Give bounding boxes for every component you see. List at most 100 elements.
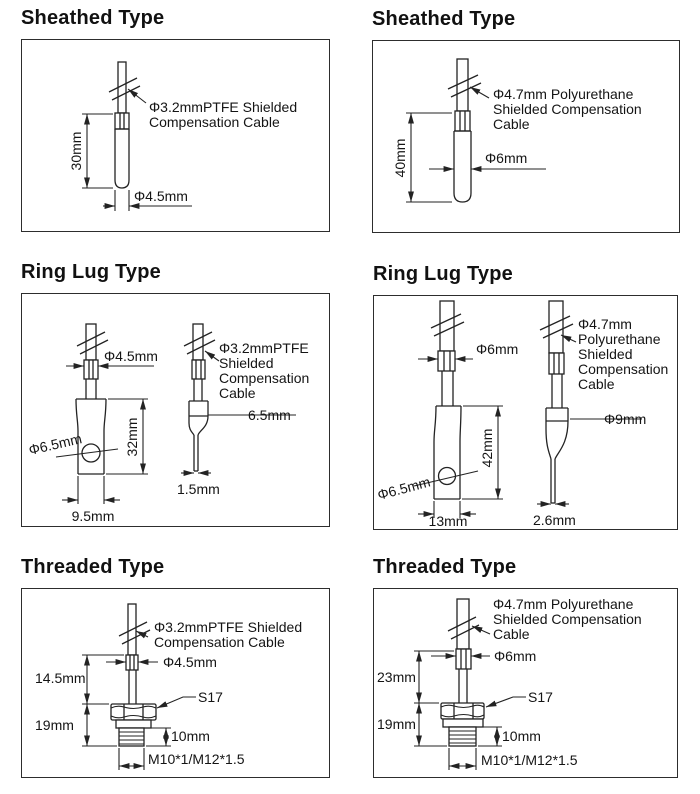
- side-neck: [551, 374, 563, 408]
- cable-label: Cable: [578, 376, 615, 392]
- panel-title: Threaded Type: [21, 556, 165, 578]
- upper-length-dimension: 14.5mm: [35, 654, 124, 705]
- lower-length-label: 19mm: [377, 716, 416, 732]
- top-diameter-dimension: Φ6mm: [418, 341, 518, 362]
- side-thickness-dimension: Φ9mm: [570, 411, 646, 427]
- cable-label: Shielded Compensation: [493, 611, 642, 627]
- top-diameter-dimension: Φ4.5mm: [66, 348, 158, 369]
- cable-label: Shielded: [578, 346, 633, 362]
- sheath-tube: [114, 128, 130, 189]
- diameter-dim-label: Φ4.5mm: [134, 188, 188, 204]
- panel-title: Ring Lug Type: [21, 261, 161, 283]
- hex-nut: [110, 703, 157, 721]
- length-dimension: 30mm: [68, 113, 113, 189]
- lug-width-label: 13mm: [429, 513, 468, 528]
- transition-sleeve: [114, 112, 130, 130]
- side-sleeve: [548, 352, 565, 375]
- lug-width-dimension: 9.5mm: [62, 476, 120, 524]
- side-thickness-label: 6.5mm: [248, 407, 291, 423]
- compensation-cable: [108, 61, 141, 114]
- sheathed-right-drawing: Φ4.7mm Polyurethane Shielded Compensatio…: [392, 58, 642, 203]
- lower-length-label: 19mm: [35, 717, 74, 733]
- front-cable: [430, 300, 465, 352]
- compensation-cable: [447, 58, 482, 112]
- threaded-right-drawing: Φ4.7mm Polyurethane Shielded Compensatio…: [377, 596, 642, 770]
- cable-leader: Φ4.7mm Polyurethane Shielded Compensatio…: [469, 86, 642, 132]
- thread-length-dimension: 10mm: [146, 727, 210, 747]
- hex-nut: [440, 702, 485, 720]
- cable-label: Φ4.7mm Polyurethane: [493, 596, 634, 612]
- thread-spec-dimension: M10*1/M12*1.5: [118, 748, 245, 770]
- ringlug-right-drawing: Φ6mm Φ6.5mm 42mm: [376, 300, 668, 528]
- cable-label: Compensation Cable: [154, 634, 285, 650]
- cable-label: Φ3.2mmPTFE Shielded: [154, 619, 302, 635]
- compensation-cable: [447, 598, 480, 650]
- diameter-dim-label: Φ6mm: [485, 150, 527, 166]
- cable-label: Cable: [493, 626, 530, 642]
- cable-leader: Φ4.7mm Polyurethane Shielded Compensatio…: [471, 596, 642, 642]
- hole-diameter-label: Φ6.5mm: [376, 473, 432, 502]
- front-sleeve: [437, 350, 456, 372]
- tip-thickness-dimension: 2.6mm: [533, 501, 576, 528]
- cable-label: Shielded: [219, 355, 274, 371]
- threaded-stub: [118, 727, 145, 747]
- cable-label: Φ4.7mm Polyurethane: [493, 86, 634, 102]
- body-length-label: 32mm: [124, 418, 140, 457]
- transition-sleeve: [125, 654, 139, 671]
- lower-length-dimension: 19mm: [377, 703, 447, 747]
- body-length-dimension: 32mm: [106, 398, 148, 475]
- top-diameter-label: Φ6mm: [476, 341, 518, 357]
- side-lug-profile: [188, 400, 209, 472]
- cable-label: Φ3.2mmPTFE: [219, 340, 309, 356]
- front-neck: [85, 379, 97, 399]
- sheathed-right-box: Φ4.7mm Polyurethane Shielded Compensatio…: [372, 40, 680, 233]
- panel-ringlug-right: Ring Lug Type Φ6mm: [373, 262, 678, 530]
- lug-hole: [437, 466, 457, 486]
- side-neck: [193, 379, 203, 401]
- length-dim-label: 40mm: [392, 139, 408, 178]
- diameter-dim-label: Φ6mm: [494, 648, 536, 664]
- thread-spec-dimension: M10*1/M12*1.5: [448, 748, 578, 770]
- threaded-left-box: Φ3.2mmPTFE Shielded Compensation Cable Φ…: [21, 588, 330, 778]
- tip-thickness-label: 1.5mm: [177, 481, 220, 497]
- top-diameter-label: Φ4.5mm: [104, 348, 158, 364]
- transition-sleeve: [455, 648, 472, 670]
- front-neck: [441, 371, 454, 406]
- probe-neck: [458, 669, 468, 703]
- cable-leader: Φ3.2mmPTFE Shielded Compensation Cable: [135, 619, 302, 650]
- probe-neck: [128, 670, 137, 704]
- threaded-stub: [448, 726, 477, 747]
- diameter-dimension: Φ6mm: [431, 648, 536, 664]
- threaded-left-drawing: Φ3.2mmPTFE Shielded Compensation Cable Φ…: [35, 603, 302, 770]
- washer-flange: [442, 718, 484, 728]
- cable-label: Polyurethane: [578, 331, 661, 347]
- thread-spec-label: M10*1/M12*1.5: [481, 752, 578, 768]
- cable-label: Compensation: [578, 361, 668, 377]
- hole-diameter-label: Φ6.5mm: [27, 430, 83, 458]
- cable-leader: Φ3.2mmPTFE Shielded Compensation Cable: [127, 88, 297, 130]
- panel-threaded-left: Threaded Type Φ3.2mmPTFE Shielded Compen…: [21, 555, 330, 778]
- cable-leader: Φ3.2mmPTFE Shielded Compensation Cable: [204, 340, 309, 401]
- lower-length-dimension: 19mm: [35, 704, 117, 747]
- length-dim-label: 30mm: [68, 132, 84, 171]
- panel-title: Threaded Type: [373, 556, 517, 578]
- diameter-dimension: Φ6mm: [429, 150, 546, 172]
- cable-label: Φ3.2mmPTFE Shielded: [149, 99, 297, 115]
- upper-length-label: 23mm: [377, 669, 416, 685]
- panel-threaded-right: Threaded Type Φ4.7mm Polyurethane Shield…: [373, 555, 678, 778]
- lug-body: [55, 398, 119, 475]
- ringlug-left-drawing: Φ4.5mm Φ6.5mm 32mm: [27, 323, 309, 524]
- upper-length-label: 14.5mm: [35, 670, 86, 686]
- hex-size-label: S17: [528, 689, 553, 705]
- body-length-dimension: 42mm: [462, 405, 503, 500]
- front-sleeve: [83, 359, 99, 380]
- sheathed-left-drawing: Φ3.2mmPTFE Shielded Compensation Cable 3…: [68, 61, 297, 211]
- body-length-label: 42mm: [479, 429, 495, 468]
- panel-ringlug-left: Ring Lug Type Φ4.5mm: [21, 260, 330, 527]
- sheathed-left-box: Φ3.2mmPTFE Shielded Compensation Cable 3…: [21, 39, 330, 232]
- panel-title: Ring Lug Type: [373, 263, 513, 285]
- thread-length-dimension: 10mm: [478, 726, 541, 747]
- diameter-dim-label: Φ4.5mm: [163, 654, 217, 670]
- hex-size-leader: S17: [485, 689, 553, 708]
- panel-title: Sheathed Type: [372, 8, 516, 30]
